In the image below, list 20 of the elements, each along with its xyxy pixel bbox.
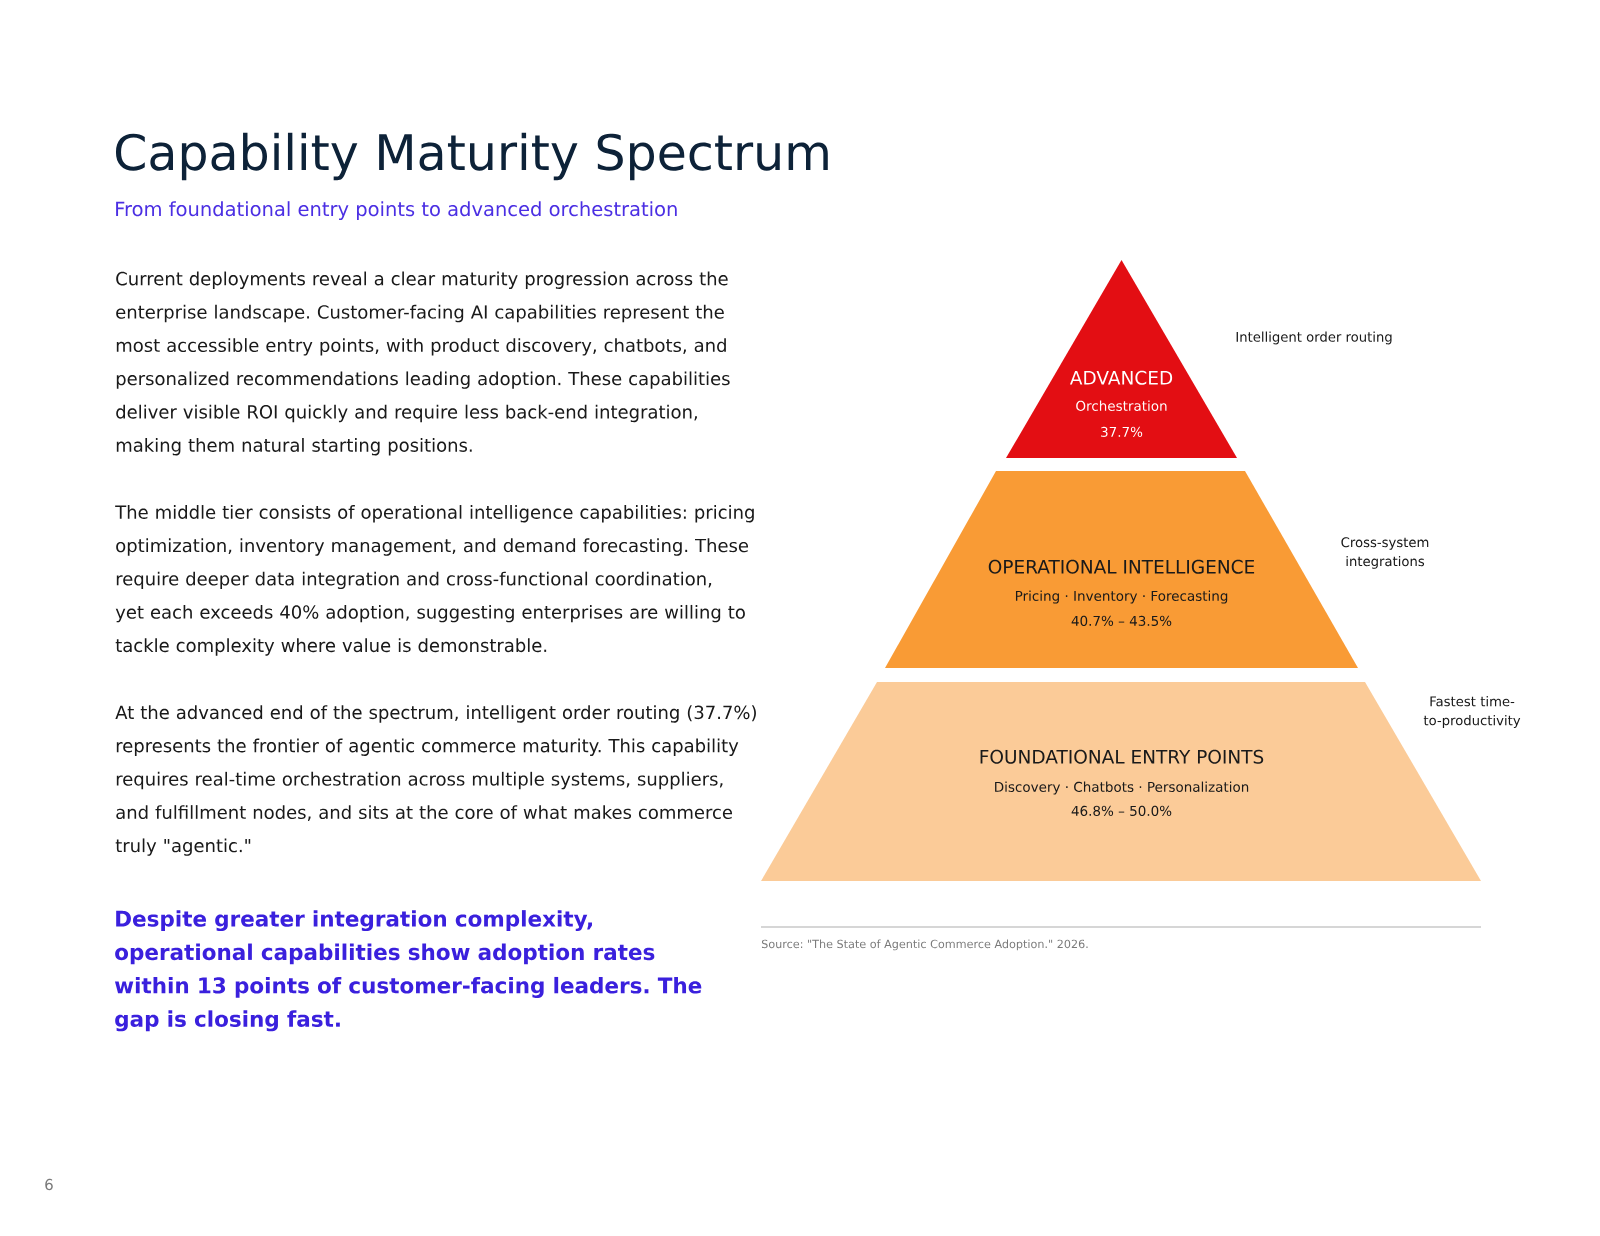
- page-number: 6: [45, 1178, 53, 1191]
- body-text: The middle tier consists of operational intelligence capabilities: pricing optimization, inventory management, and demand forecasting. These require deeper data integration and cross-functional coordination, yet each exceeds 40% adoption, suggesting enterprises are willing to tackle complexity where value is demonstrable.: [115, 505, 754, 656]
- page-title: Capability Maturity Spectrum: [115, 132, 828, 181]
- tier-heading: OPERATIONAL INTELLIGENCE: [988, 559, 1255, 574]
- tier-heading: FOUNDATIONAL ENTRY POINTS: [980, 749, 1264, 764]
- side-note: Cross-system integrations: [1341, 537, 1429, 569]
- body-text: Current deployments reveal a clear maturity progression across the enterprise landscape. Customer-facing AI capabilities represent the most accessible entry points, with product discovery, chatbots, and personalized recommendations leading adoption. These capabilities deliver visible ROI quickly and require less back-end integration, making them natural starting positions.: [116, 271, 730, 456]
- tier-heading: ADVANCED: [1069, 370, 1173, 385]
- percentage-range: 40.7% – 43.5%: [1071, 615, 1172, 626]
- percentage-range: 37.7%: [1101, 426, 1143, 437]
- tier-subtitle: Orchestration: [1076, 400, 1167, 411]
- subtitle: From foundational entry points to advanced orchestration: [116, 201, 677, 221]
- side-note: Fastest time- to-productivity: [1423, 696, 1521, 728]
- side-note: Intelligent order routing: [1236, 331, 1392, 345]
- tier-subtitle: Discovery · Chatbots · Personalization: [995, 781, 1249, 795]
- source-note: Source: "The State of Agentic Commerce Adoption." 2026.: [761, 939, 1088, 951]
- percentage-range: 46.8% – 50.0%: [1071, 805, 1172, 816]
- tier-subtitle: Pricing · Inventory · Forecasting: [1016, 590, 1228, 604]
- pyramid-tier: [1006, 260, 1237, 458]
- callout-text: Despite greater integration complexity, operational capabilities show adoption rates within 13 points of customer-facing leaders. The gap is closing fast.: [114, 910, 702, 1032]
